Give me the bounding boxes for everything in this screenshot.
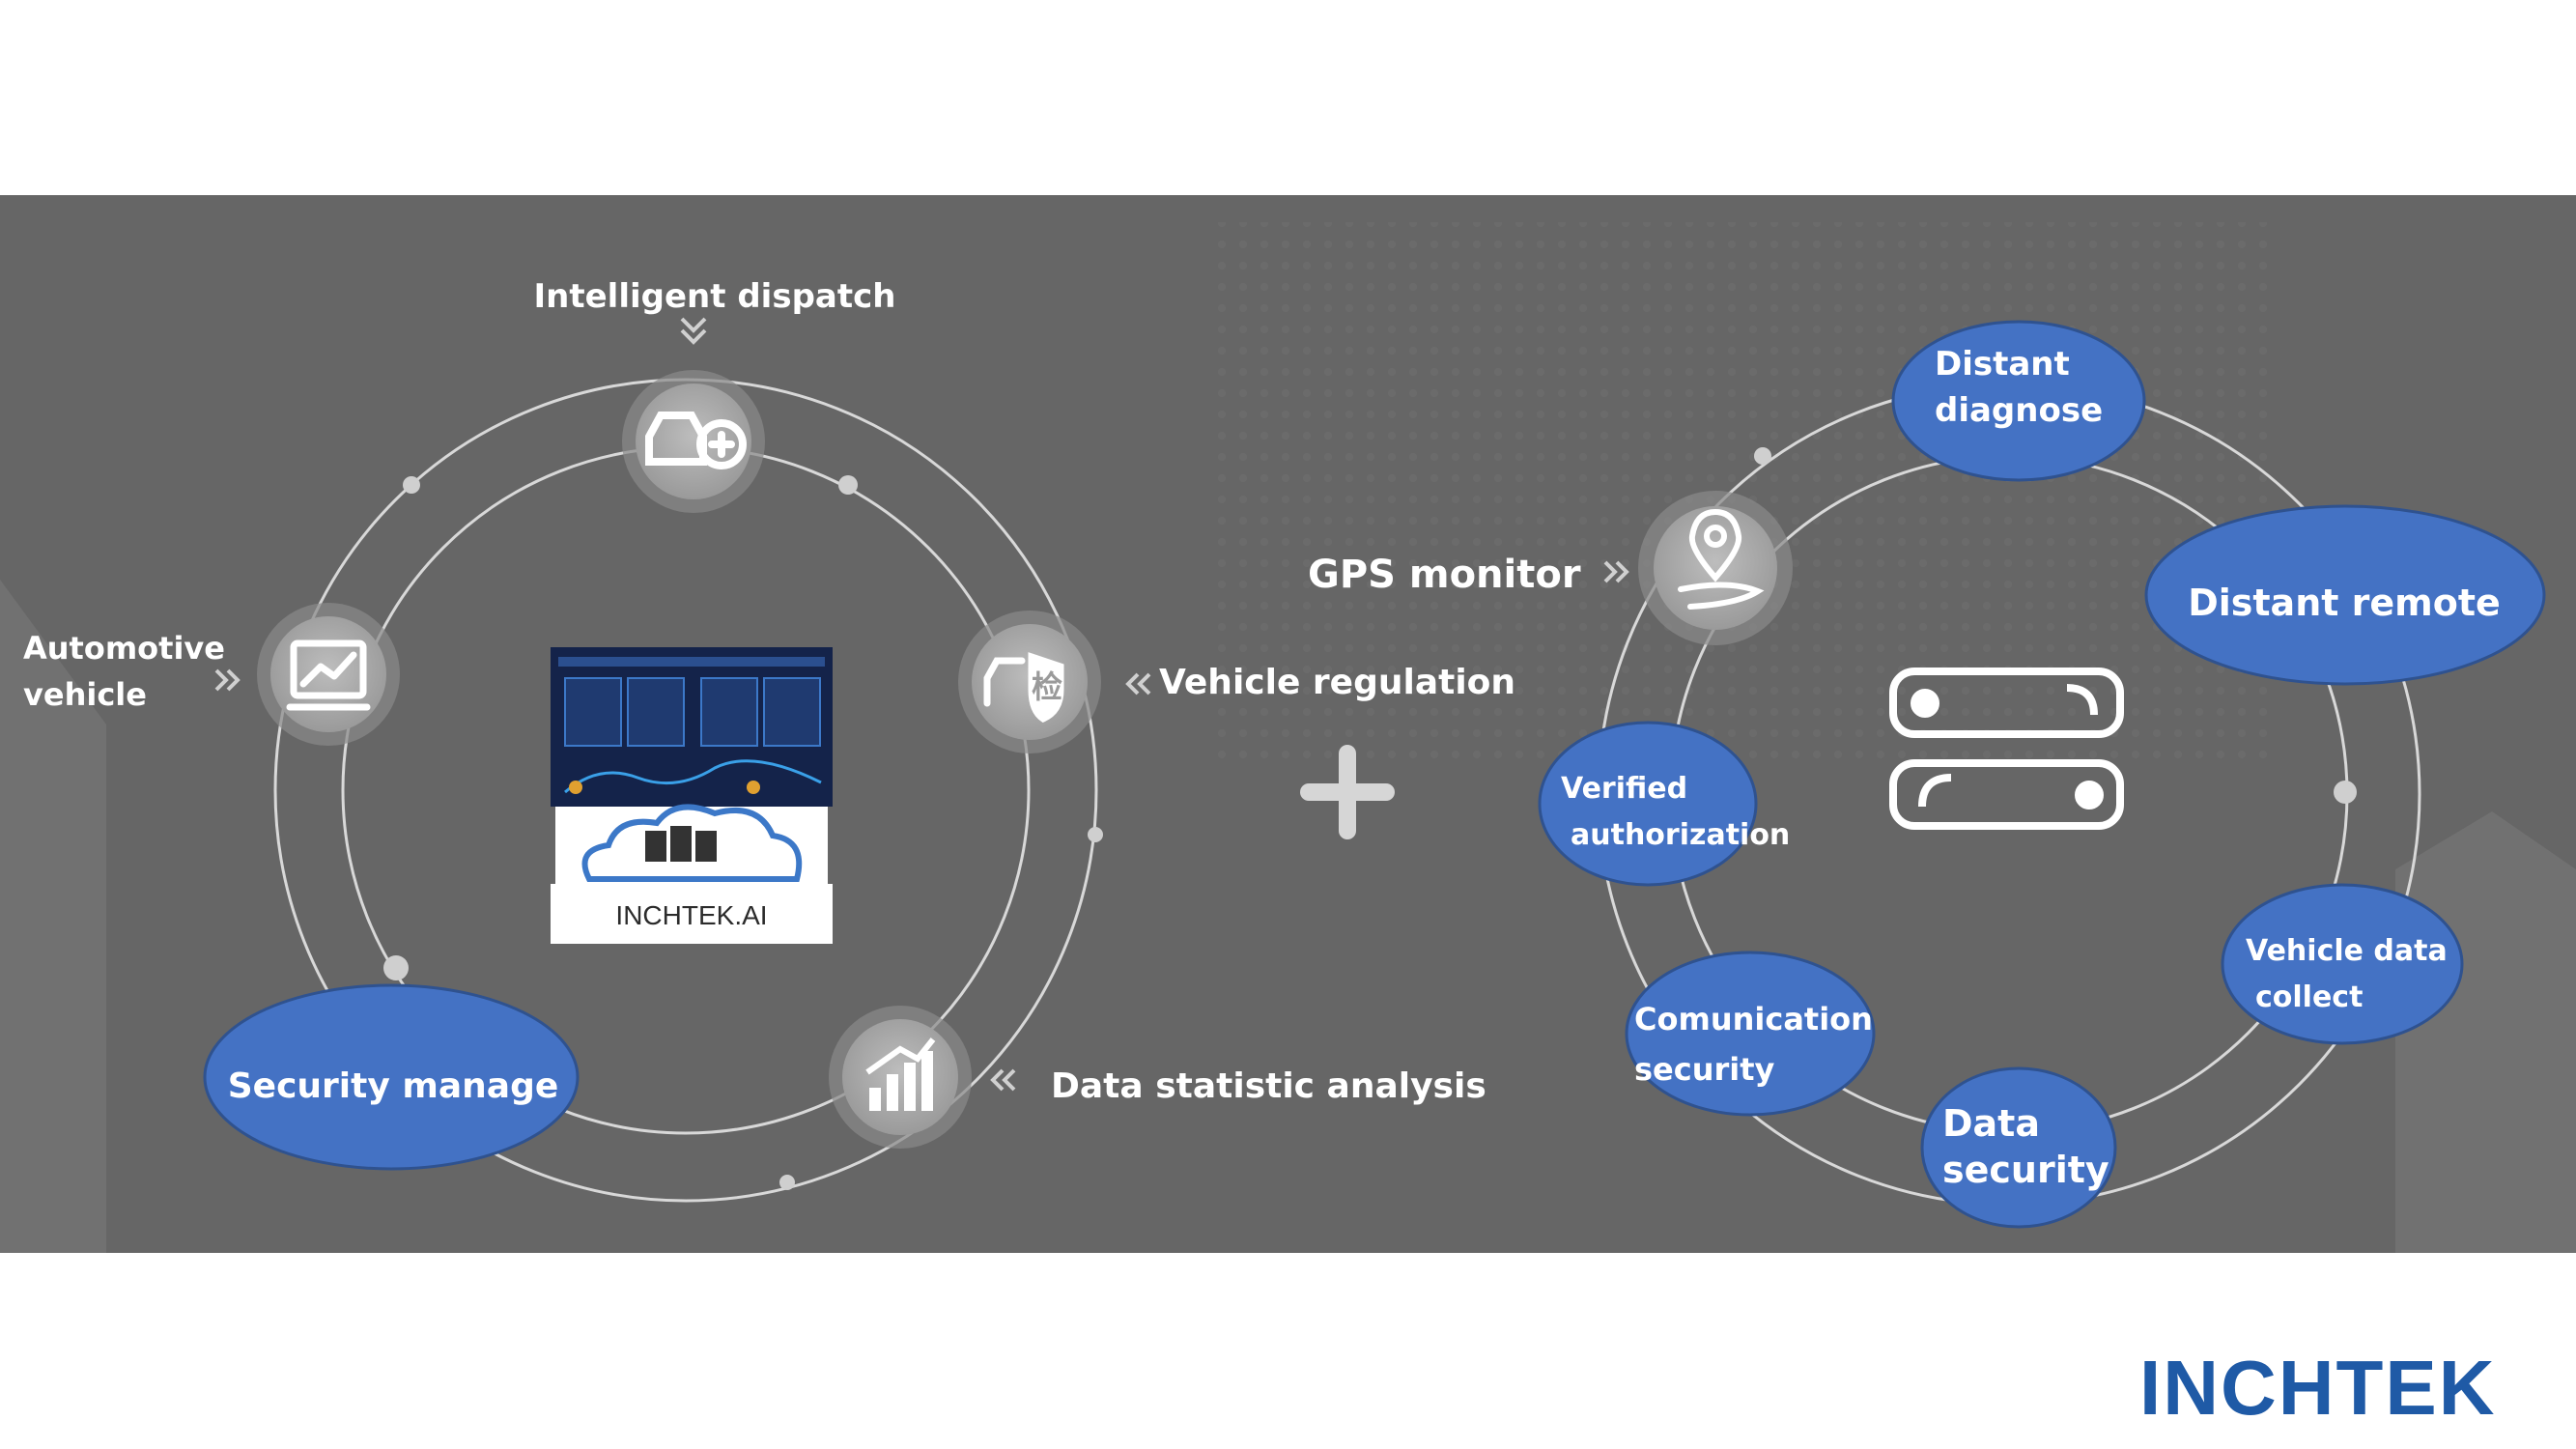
chevron-right-icon-automotive [214,668,241,692]
center-label: INCHTEK.AI [615,900,767,930]
security-manage-ellipse [203,983,580,1171]
label-comm-line2: security [1634,1051,1775,1088]
statistics-icon-node [829,1006,972,1149]
car-shield-icon [983,652,1064,723]
car-dispatch-icon [645,412,747,469]
label-verified-line2: authorization [1571,818,1790,852]
verified-authorization-ellipse [1538,721,1758,887]
distant-remote-ellipse [2144,504,2546,686]
label-data-statistic-analysis: Data statistic analysis [1051,1066,1486,1106]
monitor-chart-icon [286,639,371,711]
check-glyph: 检 [1032,668,1062,705]
chevron-down-icon [680,317,707,345]
gps-icon-node [1638,491,1793,645]
label-verified-line1: Verified [1561,772,1687,806]
location-pin-icon [1678,508,1765,610]
decorative-arrow-left [0,580,106,1253]
left-ring-dots [383,475,1103,1190]
label-vehicle-data-line1: Vehicle data [2246,934,2448,968]
label-distant-diagnose-line1: Distant [1935,345,2070,384]
label-automotive-line1: Automotive [23,630,225,667]
label-vehicle-regulation: Vehicle regulation [1159,663,1515,702]
label-distant-diagnose-line2: diagnose [1935,391,2103,430]
brand-logo: INCHTEK [2139,1345,2497,1431]
data-security-ellipse [1920,1066,2117,1229]
label-security-manage: Security manage [228,1066,559,1106]
label-automotive-line2: vehicle [23,676,147,713]
dashboard-thumbnail [551,647,833,807]
label-intelligent-dispatch: Intelligent dispatch [534,277,896,316]
bar-chart-icon [865,1037,936,1111]
label-distant-remote: Distant remote [2188,582,2501,624]
distant-diagnose-ellipse [1891,320,2146,482]
decorative-arrow-right [2395,811,2576,1253]
chevron-right-icon-gps [1603,560,1629,583]
router-device-icon [1889,668,2124,830]
label-data-sec-line2: security [1942,1149,2109,1191]
center-label-box [551,884,833,944]
label-gps-monitor: GPS monitor [1308,553,1581,597]
chevron-left-icon-regulation [1125,672,1151,696]
label-data-sec-line1: Data [1942,1102,2040,1145]
vehicle-data-collect-ellipse [2221,883,2464,1045]
plus-icon [1300,745,1395,839]
regulation-icon-node: 检 [958,611,1101,753]
cloud-servers-icon [555,804,828,884]
label-vehicle-data-line2: collect [2255,980,2363,1014]
chevron-left-icon-statistics [990,1068,1016,1092]
dispatch-icon-node [622,370,765,513]
label-comm-line1: Comunication [1634,1001,1873,1037]
right-ring-dots [1754,447,2357,804]
automotive-icon-node [257,603,400,746]
communication-security-ellipse [1625,951,1876,1117]
